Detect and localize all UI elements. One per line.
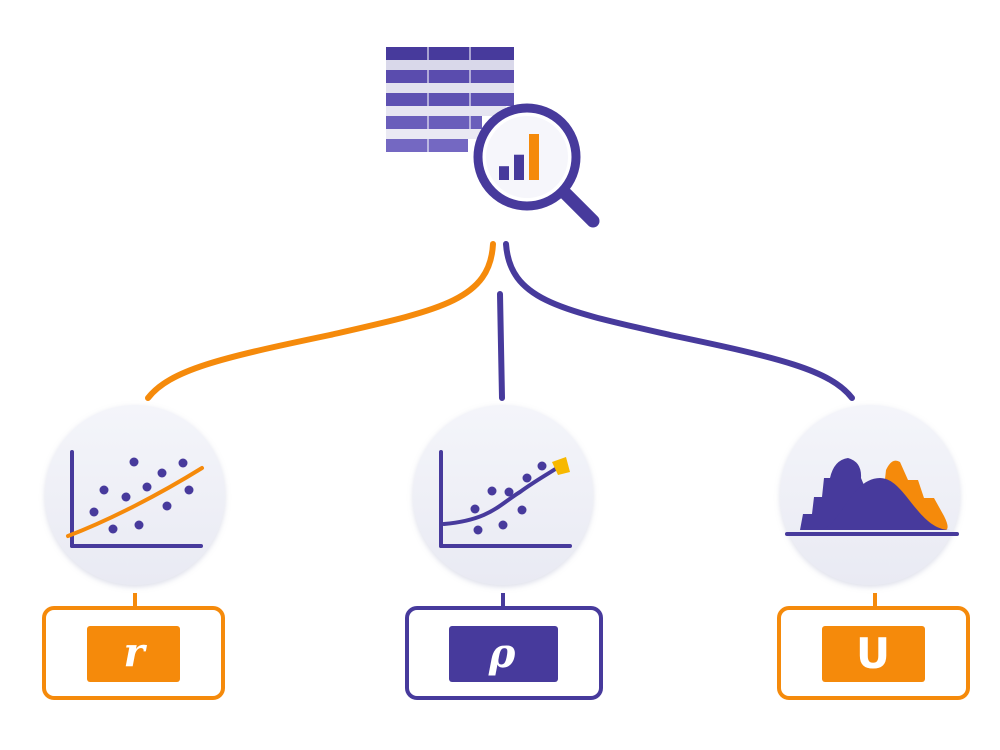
connector-middle	[497, 291, 505, 401]
symbol-rho: ρ	[488, 630, 516, 677]
symbol-u: U	[856, 629, 890, 678]
table-row	[386, 116, 482, 129]
branch-pearson: r	[42, 405, 225, 700]
magnifier-bar	[514, 154, 524, 180]
symbol-badge	[87, 626, 180, 682]
symbol-r: r	[123, 629, 147, 676]
branch-mann-whitney: U	[777, 405, 970, 700]
magnifier-bar	[529, 134, 539, 180]
bar-chart-icon	[499, 134, 539, 180]
table-row	[386, 70, 514, 83]
connectors	[145, 241, 855, 401]
table-row	[386, 47, 514, 60]
scatter-linear-fit-icon	[66, 450, 204, 548]
symbol-badge	[822, 626, 925, 682]
magnifier-bar	[499, 166, 509, 180]
icon-circle	[45, 405, 225, 585]
symbol-badge	[449, 626, 558, 682]
connector-right	[503, 241, 855, 401]
connector-left	[145, 241, 496, 401]
data-table-icon	[386, 47, 514, 152]
overlapping-distributions-icon	[785, 458, 959, 536]
magnifier-icon	[473, 103, 600, 228]
table-row	[386, 93, 514, 106]
scatter-monotonic-curve-icon	[439, 450, 572, 548]
icon-circle	[413, 405, 593, 585]
table-row	[386, 139, 468, 152]
data-table-magnifier-icon	[386, 47, 600, 228]
branch-spearman: ρ	[405, 405, 603, 700]
